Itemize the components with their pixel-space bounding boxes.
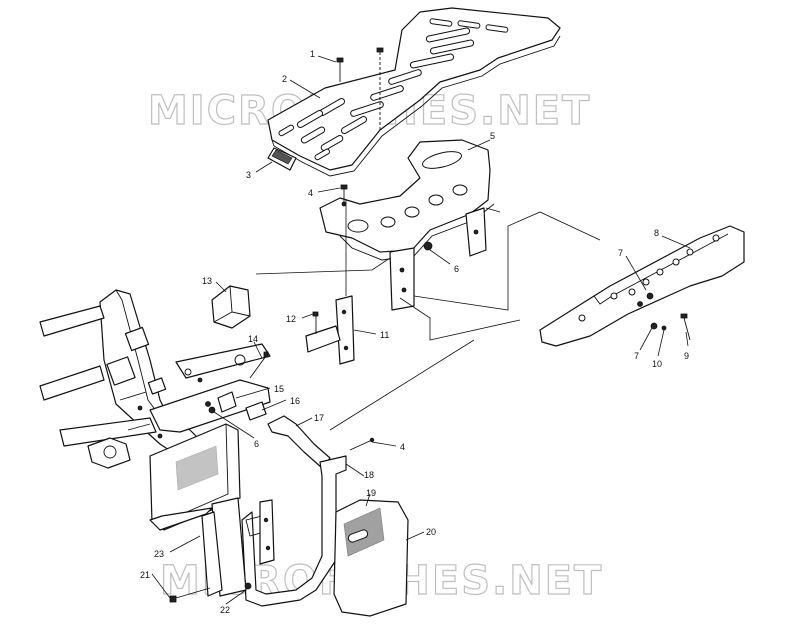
callout-23: 23 (154, 549, 164, 559)
bolt-4-upper (340, 184, 348, 204)
callout-8: 8 (654, 228, 659, 238)
callout-5: 5 (490, 131, 495, 141)
bolt-4-lower (349, 437, 375, 451)
callout-numbers: 1 2 3 4 5 6 7 8 9 10 7 11 12 13 14 15 16… (140, 49, 689, 615)
rear-bumper (539, 225, 745, 347)
rack-legs (389, 207, 487, 311)
callout-20: 20 (426, 527, 436, 537)
mud-flap (333, 499, 409, 617)
callout-13: 13 (202, 276, 212, 286)
callout-6-upper: 6 (454, 264, 459, 274)
callout-6-lower: 6 (254, 439, 259, 449)
callout-12: 12 (286, 314, 296, 324)
callout-15: 15 (274, 384, 284, 394)
strut-17 (267, 415, 331, 469)
callout-4-upper: 4 (308, 188, 313, 198)
callout-7-upper: 7 (618, 248, 623, 258)
callout-18: 18 (364, 470, 374, 480)
bolt-21 (169, 587, 211, 603)
callout-3: 3 (246, 170, 251, 180)
connector-lines (255, 200, 601, 431)
callout-1: 1 (310, 49, 315, 59)
hardware-14-16 (205, 351, 269, 421)
callout-9: 9 (684, 351, 689, 361)
screw-12 (312, 311, 319, 334)
callout-11: 11 (380, 330, 389, 340)
callout-4-lower: 4 (400, 442, 405, 452)
callout-7-lower: 7 (634, 351, 639, 361)
rack-base-plate (319, 139, 495, 261)
callout-17: 17 (314, 413, 324, 423)
callout-21: 21 (140, 570, 150, 580)
callout-22: 22 (220, 605, 230, 615)
callout-10: 10 (652, 359, 662, 369)
callout-14: 14 (248, 334, 258, 344)
callout-leaders (151, 55, 691, 605)
license-plate-bracket (267, 147, 297, 171)
callout-16: 16 (290, 396, 300, 406)
callout-19: 19 (366, 488, 376, 498)
rack-bolt-left (336, 57, 344, 82)
tail-light (211, 285, 251, 329)
lower-bracket (201, 497, 252, 597)
mount-bracket (305, 295, 355, 365)
rack-bolt-right (376, 47, 384, 130)
tube-frame-18 (241, 455, 347, 607)
nut-6-upper (423, 241, 433, 251)
bumper-hardware (637, 292, 691, 341)
callout-2: 2 (282, 74, 287, 84)
upper-rack (267, 7, 561, 177)
